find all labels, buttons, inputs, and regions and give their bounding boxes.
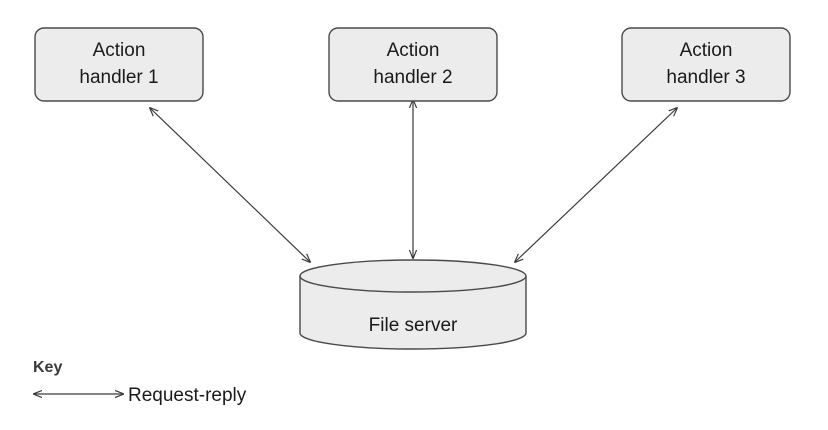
action-handler-1-line1: Action: [93, 40, 146, 61]
legend: Key Request-reply: [33, 359, 247, 406]
file-server-cylinder: File server: [299, 259, 527, 350]
action-handler-3-line2: handler 3: [666, 67, 745, 88]
arrow-handler-3-to-server: [515, 108, 677, 262]
action-handler-3-line1: Action: [680, 40, 733, 61]
action-handler-1-box: Action handler 1: [34, 27, 204, 102]
file-server-label: File server: [369, 315, 458, 336]
action-handler-2-line1: Action: [387, 40, 440, 61]
legend-request-reply-label: Request-reply: [128, 385, 247, 406]
action-handler-1-line2: handler 1: [79, 67, 158, 88]
action-handler-2-line2: handler 2: [373, 67, 452, 88]
action-handler-2-box: Action handler 2: [328, 27, 498, 102]
action-handler-3-box: Action handler 3: [621, 27, 791, 102]
arrow-handler-1-to-server: [150, 108, 310, 262]
legend-title: Key: [33, 359, 62, 376]
